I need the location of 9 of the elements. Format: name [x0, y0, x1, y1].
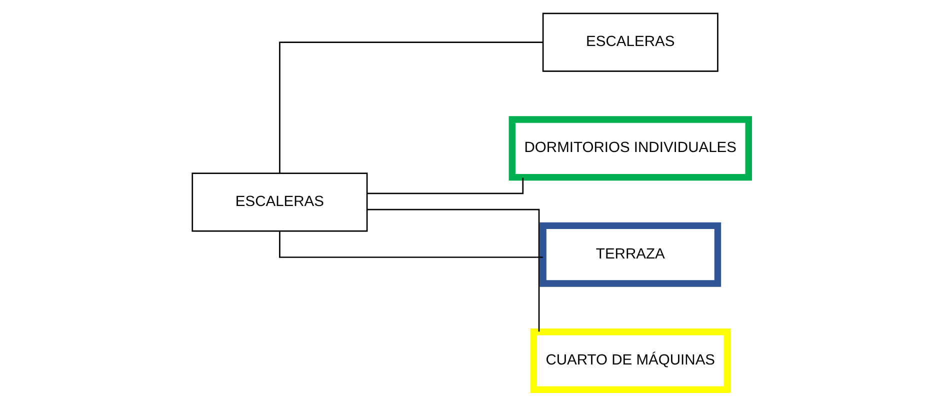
node-box: CUARTO DE MÁQUINAS	[530, 328, 730, 393]
node-box: TERRAZA	[540, 222, 722, 287]
connector	[279, 232, 543, 258]
connector	[367, 208, 540, 332]
connector	[367, 178, 524, 194]
node-box: DORMITORIOS INDIVIDUALES	[508, 116, 752, 181]
connector	[279, 42, 543, 174]
node-box: ESCALERAS	[192, 172, 368, 232]
node-box: ESCALERAS	[542, 12, 718, 72]
